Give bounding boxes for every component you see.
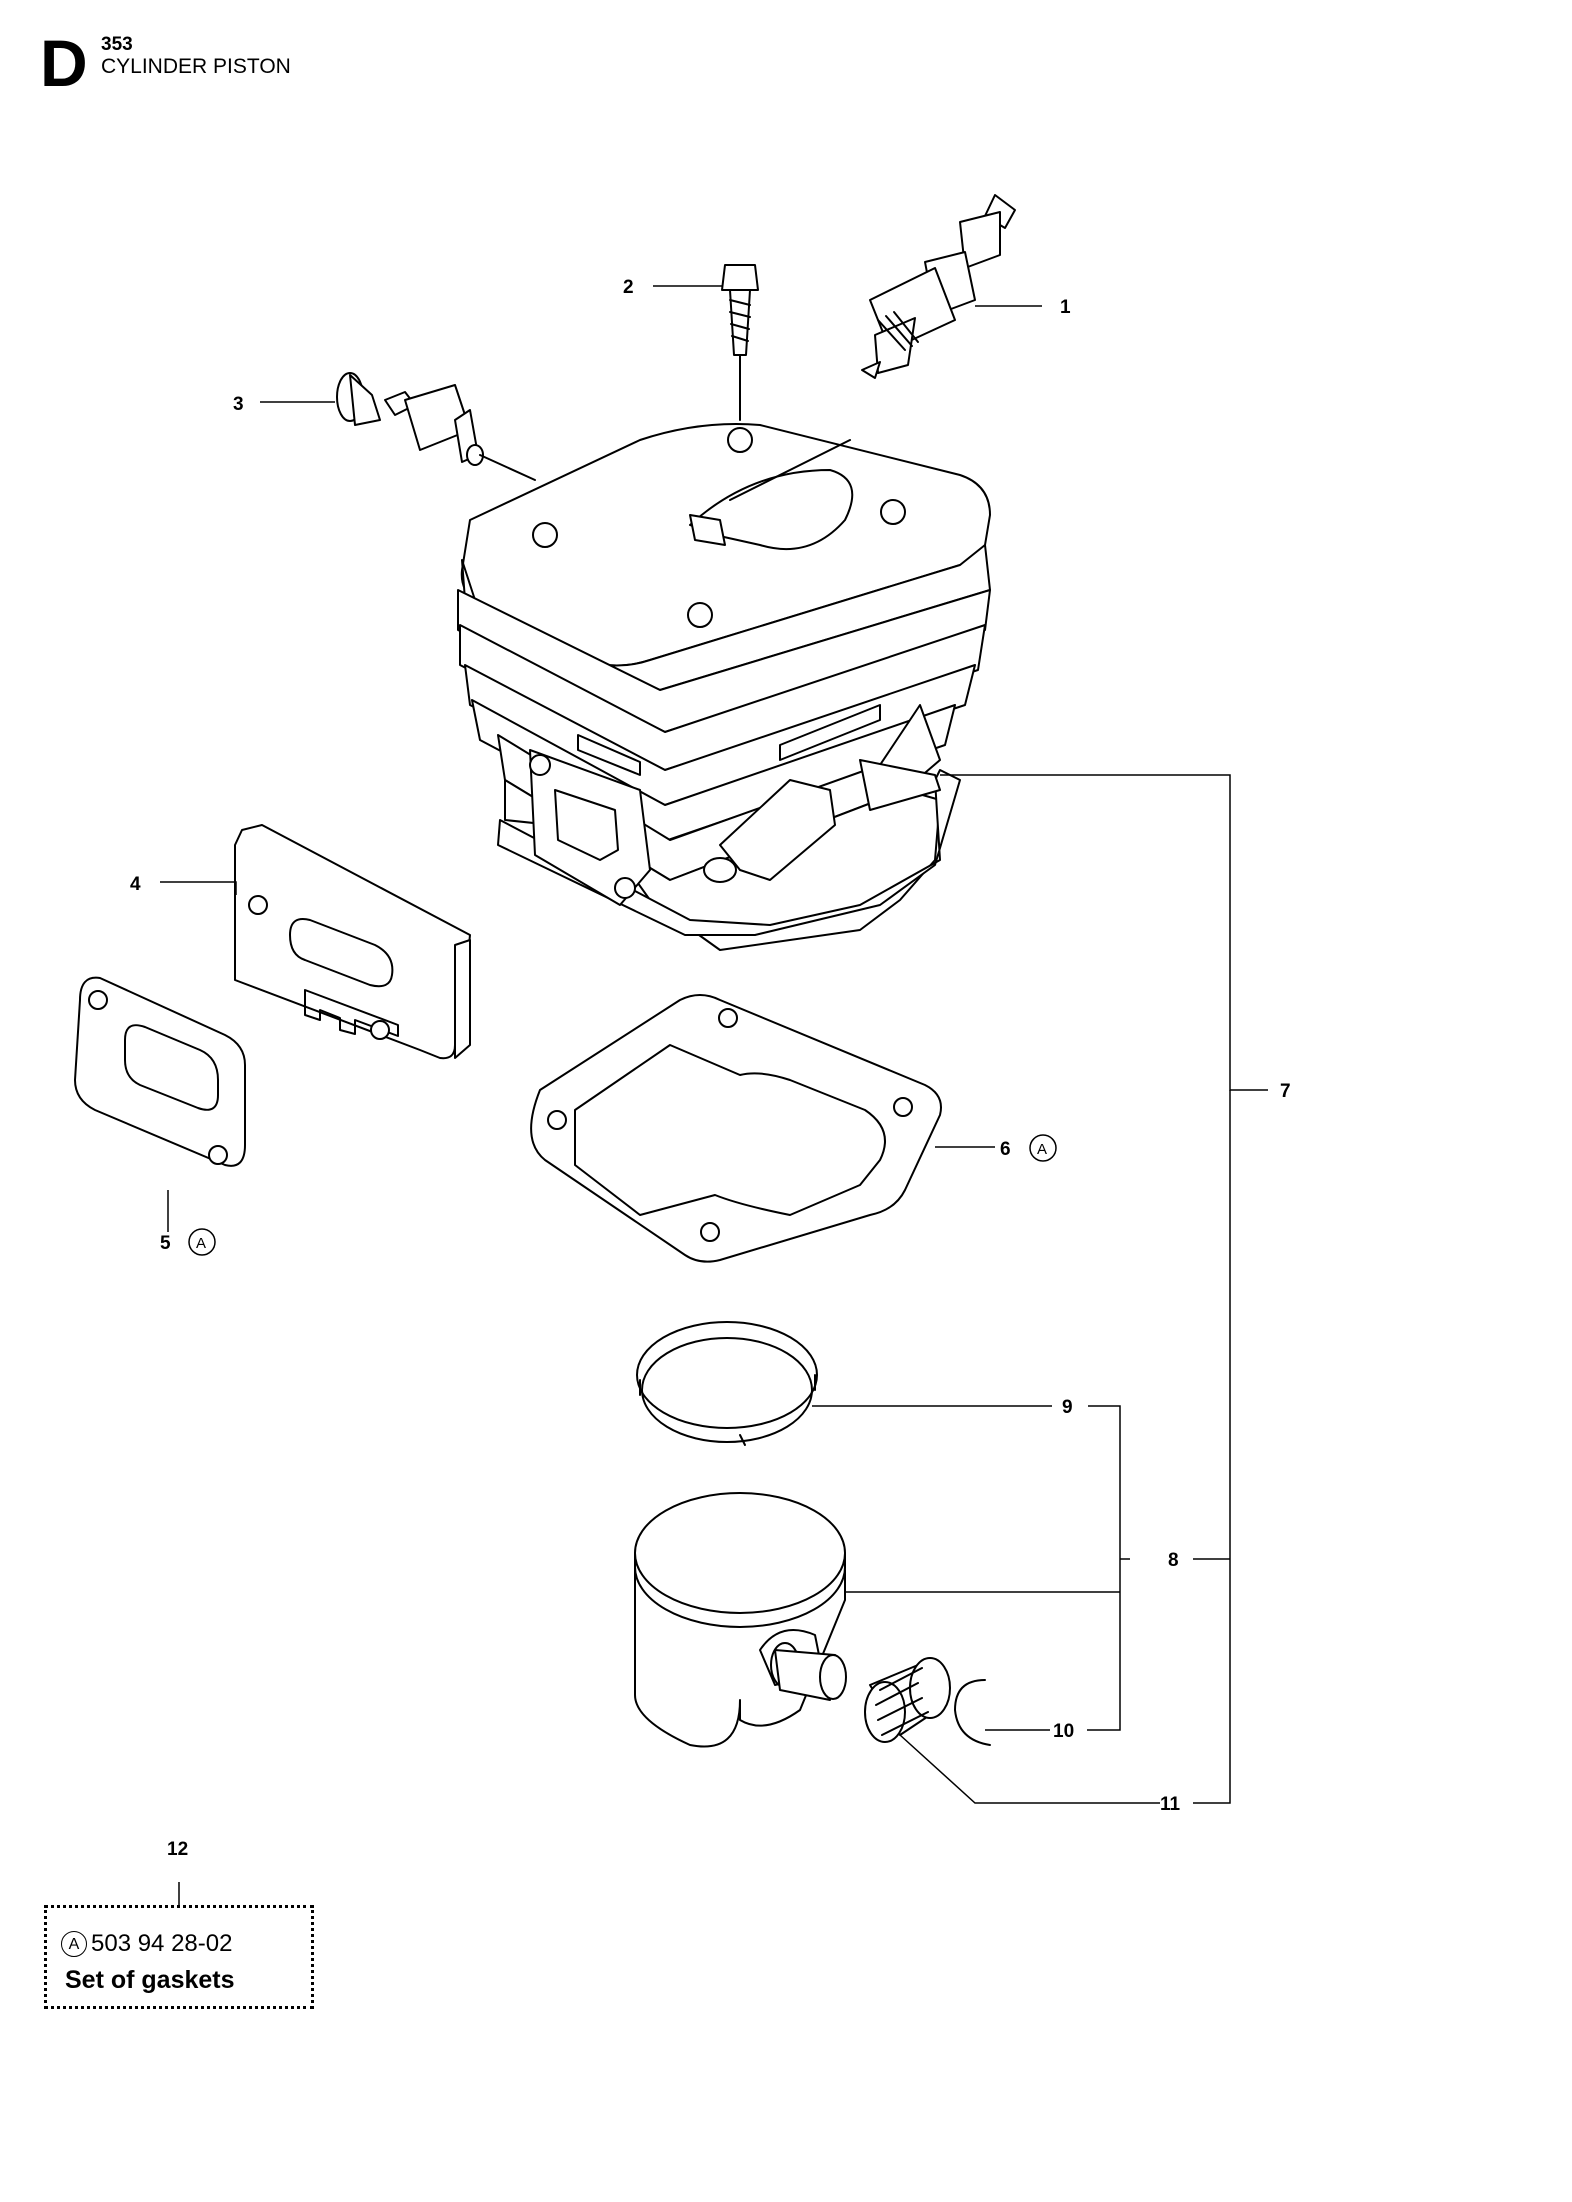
callout-2: 2 — [623, 277, 634, 298]
callout-4: 4 — [130, 874, 141, 895]
leader-line-11 — [899, 1734, 1160, 1804]
kit-mark-circle-5 — [188, 1228, 216, 1256]
kit-description: Set of gaskets — [65, 1966, 235, 1994]
piston-ring-part — [636, 1321, 818, 1446]
leader-line-7 — [940, 774, 1268, 1091]
leader-line-7-lower — [1193, 1090, 1231, 1804]
cylinder-part — [457, 423, 991, 951]
spark-plug-part — [861, 194, 1016, 379]
screw-part — [721, 264, 759, 421]
kit-mark-circle-6 — [1029, 1134, 1057, 1162]
circlip-part — [954, 1679, 991, 1746]
kit-part-number: 503 94 28-02 — [91, 1930, 233, 1957]
leader-line-4 — [160, 881, 237, 895]
cylinder-gasket-part — [530, 994, 942, 1263]
piston-part — [634, 1492, 846, 1748]
callout-12: 12 — [167, 1839, 188, 1860]
callout-8: 8 — [1168, 1550, 1179, 1571]
section-number: 353 — [101, 34, 133, 55]
section-title: CYLINDER PISTON — [101, 55, 291, 78]
piston-pin-part — [774, 1649, 847, 1701]
kit-part-line: A 503 94 28-02 — [61, 1930, 232, 1958]
callout-7: 7 — [1280, 1081, 1291, 1102]
kit-mark-6: A — [1037, 1141, 1047, 1158]
callout-6: 6 — [1000, 1139, 1011, 1160]
kit-mark-5: A — [196, 1235, 206, 1252]
callout-9: 9 — [1062, 1397, 1073, 1418]
decompression-valve-part — [336, 372, 536, 481]
leader-line-8-bracket — [1087, 1405, 1121, 1731]
callout-5: 5 — [160, 1233, 171, 1254]
callout-10: 10 — [1053, 1721, 1074, 1742]
gasket-kit-box: A 503 94 28-02 Set of gaskets — [44, 1905, 314, 2009]
needle-bearing-part — [864, 1657, 951, 1743]
callout-1: 1 — [1060, 297, 1071, 318]
exhaust-gasket-part — [74, 976, 246, 1167]
callout-3: 3 — [233, 394, 244, 415]
heat-shield-plate-part — [234, 824, 471, 1060]
section-letter: D — [40, 26, 88, 100]
kit-mark-circle: A — [61, 1931, 87, 1957]
callout-11: 11 — [1160, 1794, 1181, 1815]
